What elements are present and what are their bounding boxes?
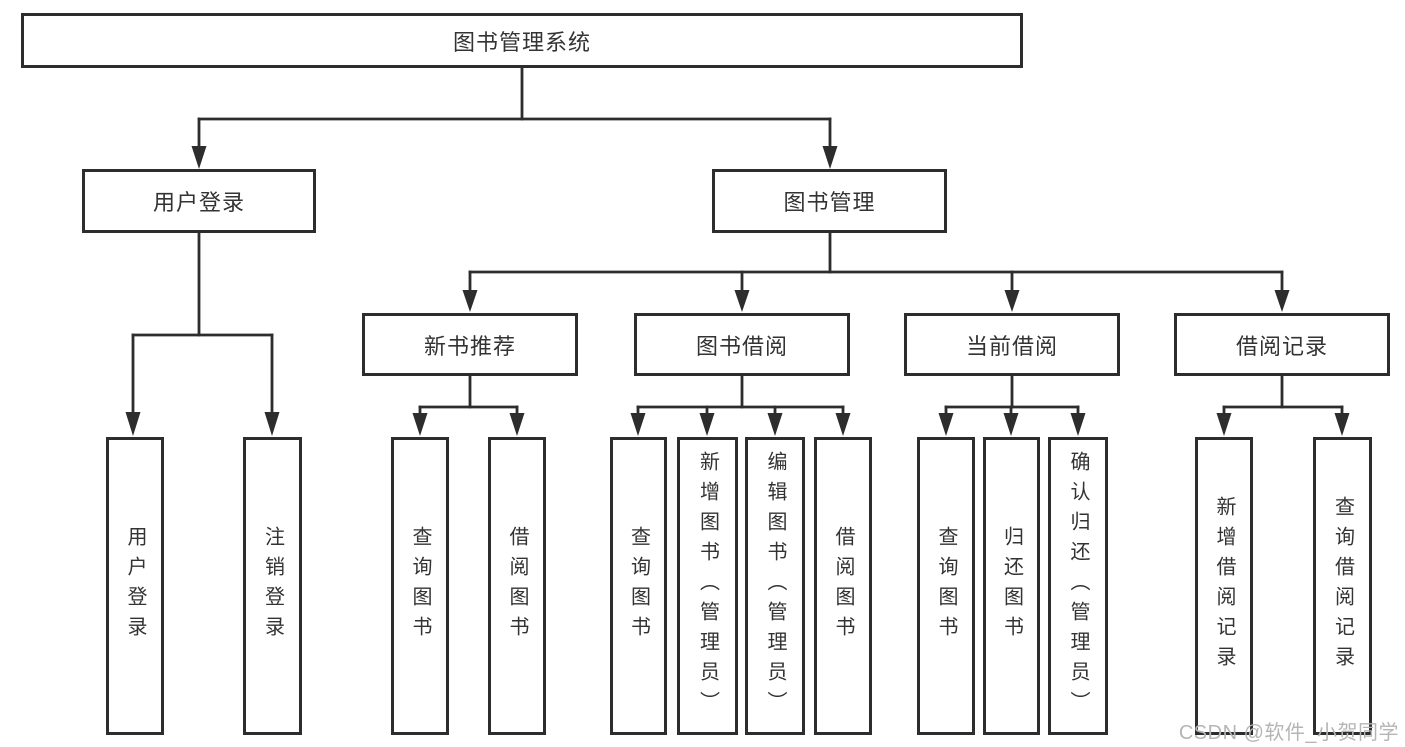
- leaf-user-login: 用户登录: [106, 437, 164, 735]
- leaf-add-book-admin-label: 新增图书（管理员）: [696, 451, 719, 721]
- leaf-user-login-label: 用户登录: [124, 526, 146, 646]
- leaf-return-book: 归还图书: [983, 437, 1040, 735]
- leaf-current-query-book: 查询图书: [917, 437, 975, 735]
- leaf-confirm-return-admin: 确认归还（管理员）: [1048, 437, 1108, 735]
- leaf-query-borrow-record: 查询借阅记录: [1313, 437, 1372, 735]
- leaf-add-borrow-record-label: 新增借阅记录: [1213, 496, 1235, 676]
- leaf-edit-book-admin: 编辑图书（管理员）: [745, 437, 805, 735]
- leaf-current-query-book-label: 查询图书: [935, 526, 957, 646]
- leaf-recommend-query-book: 查询图书: [391, 437, 449, 735]
- arrowhead-icons: [125, 146, 1350, 436]
- leaf-add-borrow-record: 新增借阅记录: [1195, 437, 1253, 735]
- leaf-add-book-admin: 新增图书（管理员）: [677, 437, 738, 735]
- leaf-recommend-borrow-book-label: 借阅图书: [506, 526, 528, 646]
- root-node-label: 图书管理系统: [452, 29, 591, 55]
- node-new-book-recommend-label: 新书推荐: [423, 333, 516, 359]
- leaf-edit-book-admin-label: 编辑图书（管理员）: [764, 451, 786, 721]
- node-current-borrow: 当前借阅: [904, 313, 1120, 376]
- leaf-borrow-query-book-label: 查询图书: [627, 526, 650, 646]
- leaf-logout: 注销登录: [243, 437, 302, 735]
- leaf-borrow-book: 借阅图书: [814, 437, 872, 735]
- node-book-management: 图书管理: [712, 169, 947, 233]
- leaf-confirm-return-admin-label: 确认归还（管理员）: [1067, 451, 1089, 721]
- node-user-login-label: 用户登录: [152, 190, 245, 215]
- leaf-query-borrow-record-label: 查询借阅记录: [1331, 496, 1354, 676]
- root-node-library-system: 图书管理系统: [21, 13, 1023, 68]
- node-current-borrow-label: 当前借阅: [965, 333, 1058, 359]
- leaf-borrow-book-label: 借阅图书: [832, 526, 854, 646]
- leaf-return-book-label: 归还图书: [1000, 526, 1023, 646]
- node-book-borrow: 图书借阅: [634, 313, 850, 376]
- leaf-recommend-borrow-book: 借阅图书: [488, 437, 546, 735]
- node-book-borrow-label: 图书借阅: [695, 333, 788, 359]
- csdn-watermark: CSDN @软件_小贺同学: [1178, 722, 1399, 744]
- leaf-recommend-query-book-label: 查询图书: [409, 526, 431, 646]
- leaf-logout-label: 注销登录: [261, 526, 284, 646]
- node-book-management-label: 图书管理: [783, 190, 876, 215]
- leaf-borrow-query-book: 查询图书: [610, 437, 667, 735]
- node-borrow-records: 借阅记录: [1174, 313, 1390, 376]
- node-user-login: 用户登录: [82, 169, 316, 233]
- node-borrow-records-label: 借阅记录: [1235, 333, 1328, 359]
- node-new-book-recommend: 新书推荐: [362, 313, 578, 376]
